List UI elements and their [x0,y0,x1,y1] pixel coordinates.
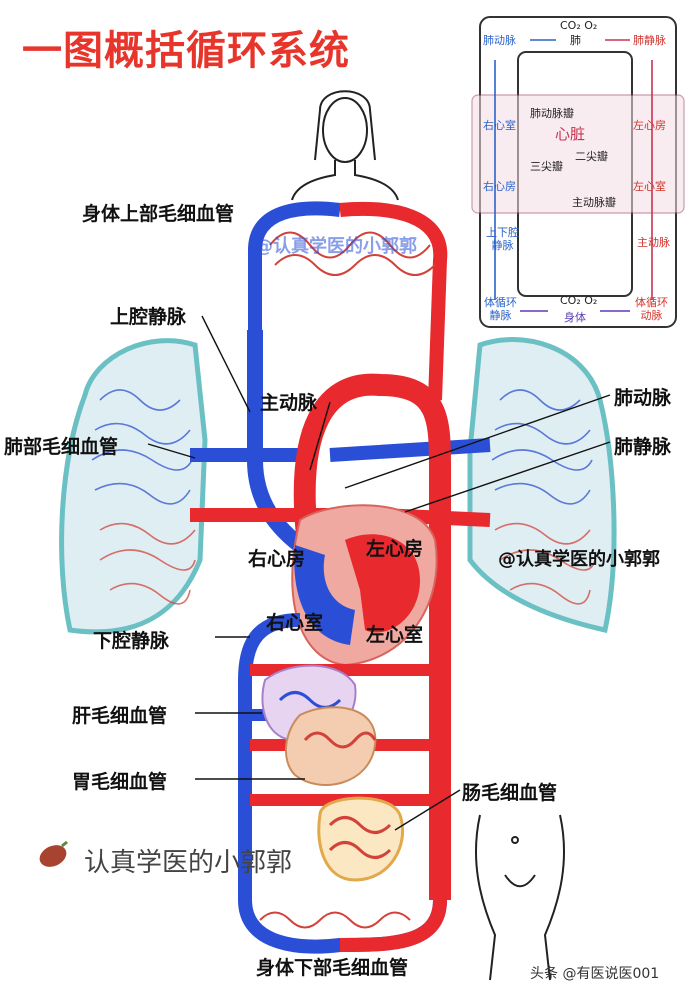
intestine-vessels [328,816,392,859]
fc-vena-cava: 上下腔 静脉 [486,226,519,252]
fc-systemic-artery: 体循环 动脉 [635,296,668,322]
watermark-inline-a: @认真学医的小郭郭 [255,236,417,257]
label-right-ventricle: 右心室 [266,612,324,634]
fc-pulmonary-vein: 肺静脉 [633,34,666,47]
label-aorta: 主动脉 [260,392,318,414]
footer-watermark: 头条 @有医说医001 [530,966,660,982]
left-heart-red [345,534,420,633]
fc-aortic-valve: 主动脉瓣 [572,196,616,209]
fc-lung-gas: CO₂ O₂ [560,19,598,32]
page-title: 一图概括循环系统 [22,28,350,74]
label-liver-capillaries: 肝毛细血管 [72,705,168,727]
fc-aorta: 主动脉 [637,236,670,249]
watermark-inline-b: @认真学医的小郭郭 [498,549,660,570]
fc-left-atrium: 左心房 [633,119,666,132]
fc-body: 身体 [564,311,586,324]
label-right-atrium: 右心房 [248,548,306,570]
label-left-atrium: 左心房 [366,538,424,560]
sweet-potato-icon [36,840,70,870]
label-left-ventricle: 左心室 [366,624,424,646]
inferior-vena-cava [238,613,301,900]
lower-body-silhouette [475,814,565,981]
fc-right-ventricle: 右心室 [483,119,516,132]
leader-lines [147,315,611,831]
lower-capillary-net [259,911,411,929]
label-stomach-capillaries: 胃毛细血管 [72,771,168,793]
fc-lung: 肺 [570,34,581,47]
watermark-large: 认真学医的小郭郭 [84,848,293,878]
fc-right-atrium: 右心房 [483,180,516,193]
fc-body-gas: CO₂ O₂ [560,294,598,307]
fc-tricuspid-valve: 三尖瓣 [530,160,563,173]
right-heart-blue [294,545,355,645]
label-intestine-capillaries: 肠毛细血管 [462,782,558,804]
upper-vessel-loop-red [339,201,448,401]
aortic-arch [293,373,451,900]
upper-body-silhouette [291,90,399,201]
stomach-shape [284,706,377,786]
fc-systemic-vein: 体循环 静脉 [484,296,517,322]
label-upper-capillaries: 身体上部毛细血管 [82,203,235,225]
fc-pulmonary-artery: 肺动脉 [483,34,516,47]
fc-left-ventricle: 左心室 [633,180,666,193]
lung-capillary-net [91,389,593,505]
pulmonary-vessel-blue-left [329,438,491,462]
label-inferior-vena-cava: 下腔静脉 [93,630,170,652]
upper-capillary-net [269,231,436,276]
liver-vessels [278,691,342,709]
intestine-shape [317,796,405,882]
fc-heart: 心脏 [555,125,586,143]
label-pulmonary-vein: 肺静脉 [614,436,672,458]
label-pulmonary-artery: 肺动脉 [614,387,672,409]
stomach-vessels [303,731,377,749]
upper-vessel-loop-blue [248,201,341,400]
label-lower-capillaries: 身体下部毛细血管 [256,957,409,979]
left-lung-shape [467,337,617,633]
fc-pulmonary-valve: 肺动脉瓣 [530,107,574,120]
label-superior-vena-cava: 上腔静脉 [110,306,187,328]
lung-capillary-net-red [99,522,596,605]
fc-mitral-valve: 二尖瓣 [575,150,608,163]
lower-loop-red [339,899,447,952]
flowchart-panel [471,16,685,328]
label-lung-capillaries: 肺部毛细血管 [4,436,119,458]
